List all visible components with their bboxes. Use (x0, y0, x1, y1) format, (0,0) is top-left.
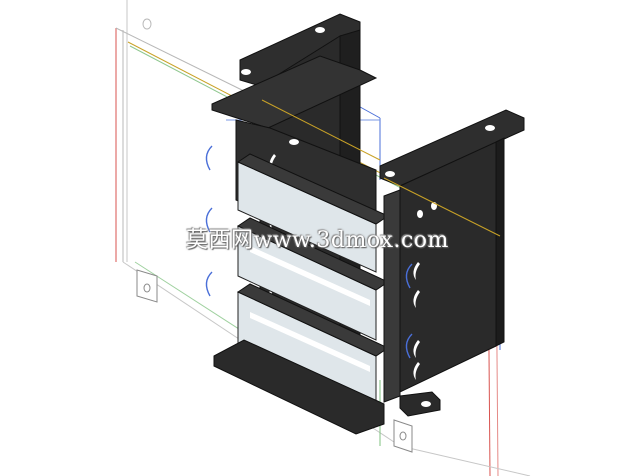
cable-slot-icon (413, 362, 420, 380)
mounting-hole-icon (485, 125, 495, 131)
cable-slot-icon (413, 340, 420, 358)
mounting-hole-icon (385, 171, 395, 177)
opening-gap-1 (250, 246, 370, 306)
cable-slot-icon (413, 290, 420, 308)
sketch-hole-top (142, 18, 152, 30)
cable-slot-icon (405, 333, 413, 359)
tab-bracket-left (136, 269, 158, 303)
loose-clips-left (205, 145, 213, 297)
opening-gap-2 (250, 312, 370, 372)
mounting-hole-icon (143, 283, 151, 293)
right-front-strip (383, 189, 401, 403)
plate-outline-top (115, 27, 247, 93)
right-plate-edge (495, 137, 505, 347)
tab-bracket-bottom (393, 419, 413, 453)
cable-slot-icon (205, 207, 213, 233)
mounting-hole-icon (241, 69, 251, 75)
shelf-flange-upper[interactable] (211, 55, 378, 129)
mounting-hole-icon (417, 210, 423, 218)
mounting-hole-icon (421, 401, 431, 407)
mounting-hole-icon (315, 27, 325, 33)
plate-outline-br (399, 445, 531, 476)
mounting-hole-icon (289, 139, 299, 145)
cable-slot-icon (405, 263, 413, 289)
cable-slot-icon (205, 271, 213, 297)
rack-bracket-right[interactable] (379, 109, 525, 417)
mounting-hole-icon (399, 431, 407, 441)
gold-edge-2 (383, 177, 501, 237)
gold-edge-1 (261, 99, 381, 161)
bottom-flange[interactable] (213, 339, 385, 435)
rack-bracket-left[interactable] (211, 13, 390, 435)
edge-highlights (261, 99, 501, 237)
cable-slot-icon (205, 145, 213, 171)
cable-slot-icon (413, 262, 420, 280)
right-foot-tab[interactable] (399, 391, 441, 417)
